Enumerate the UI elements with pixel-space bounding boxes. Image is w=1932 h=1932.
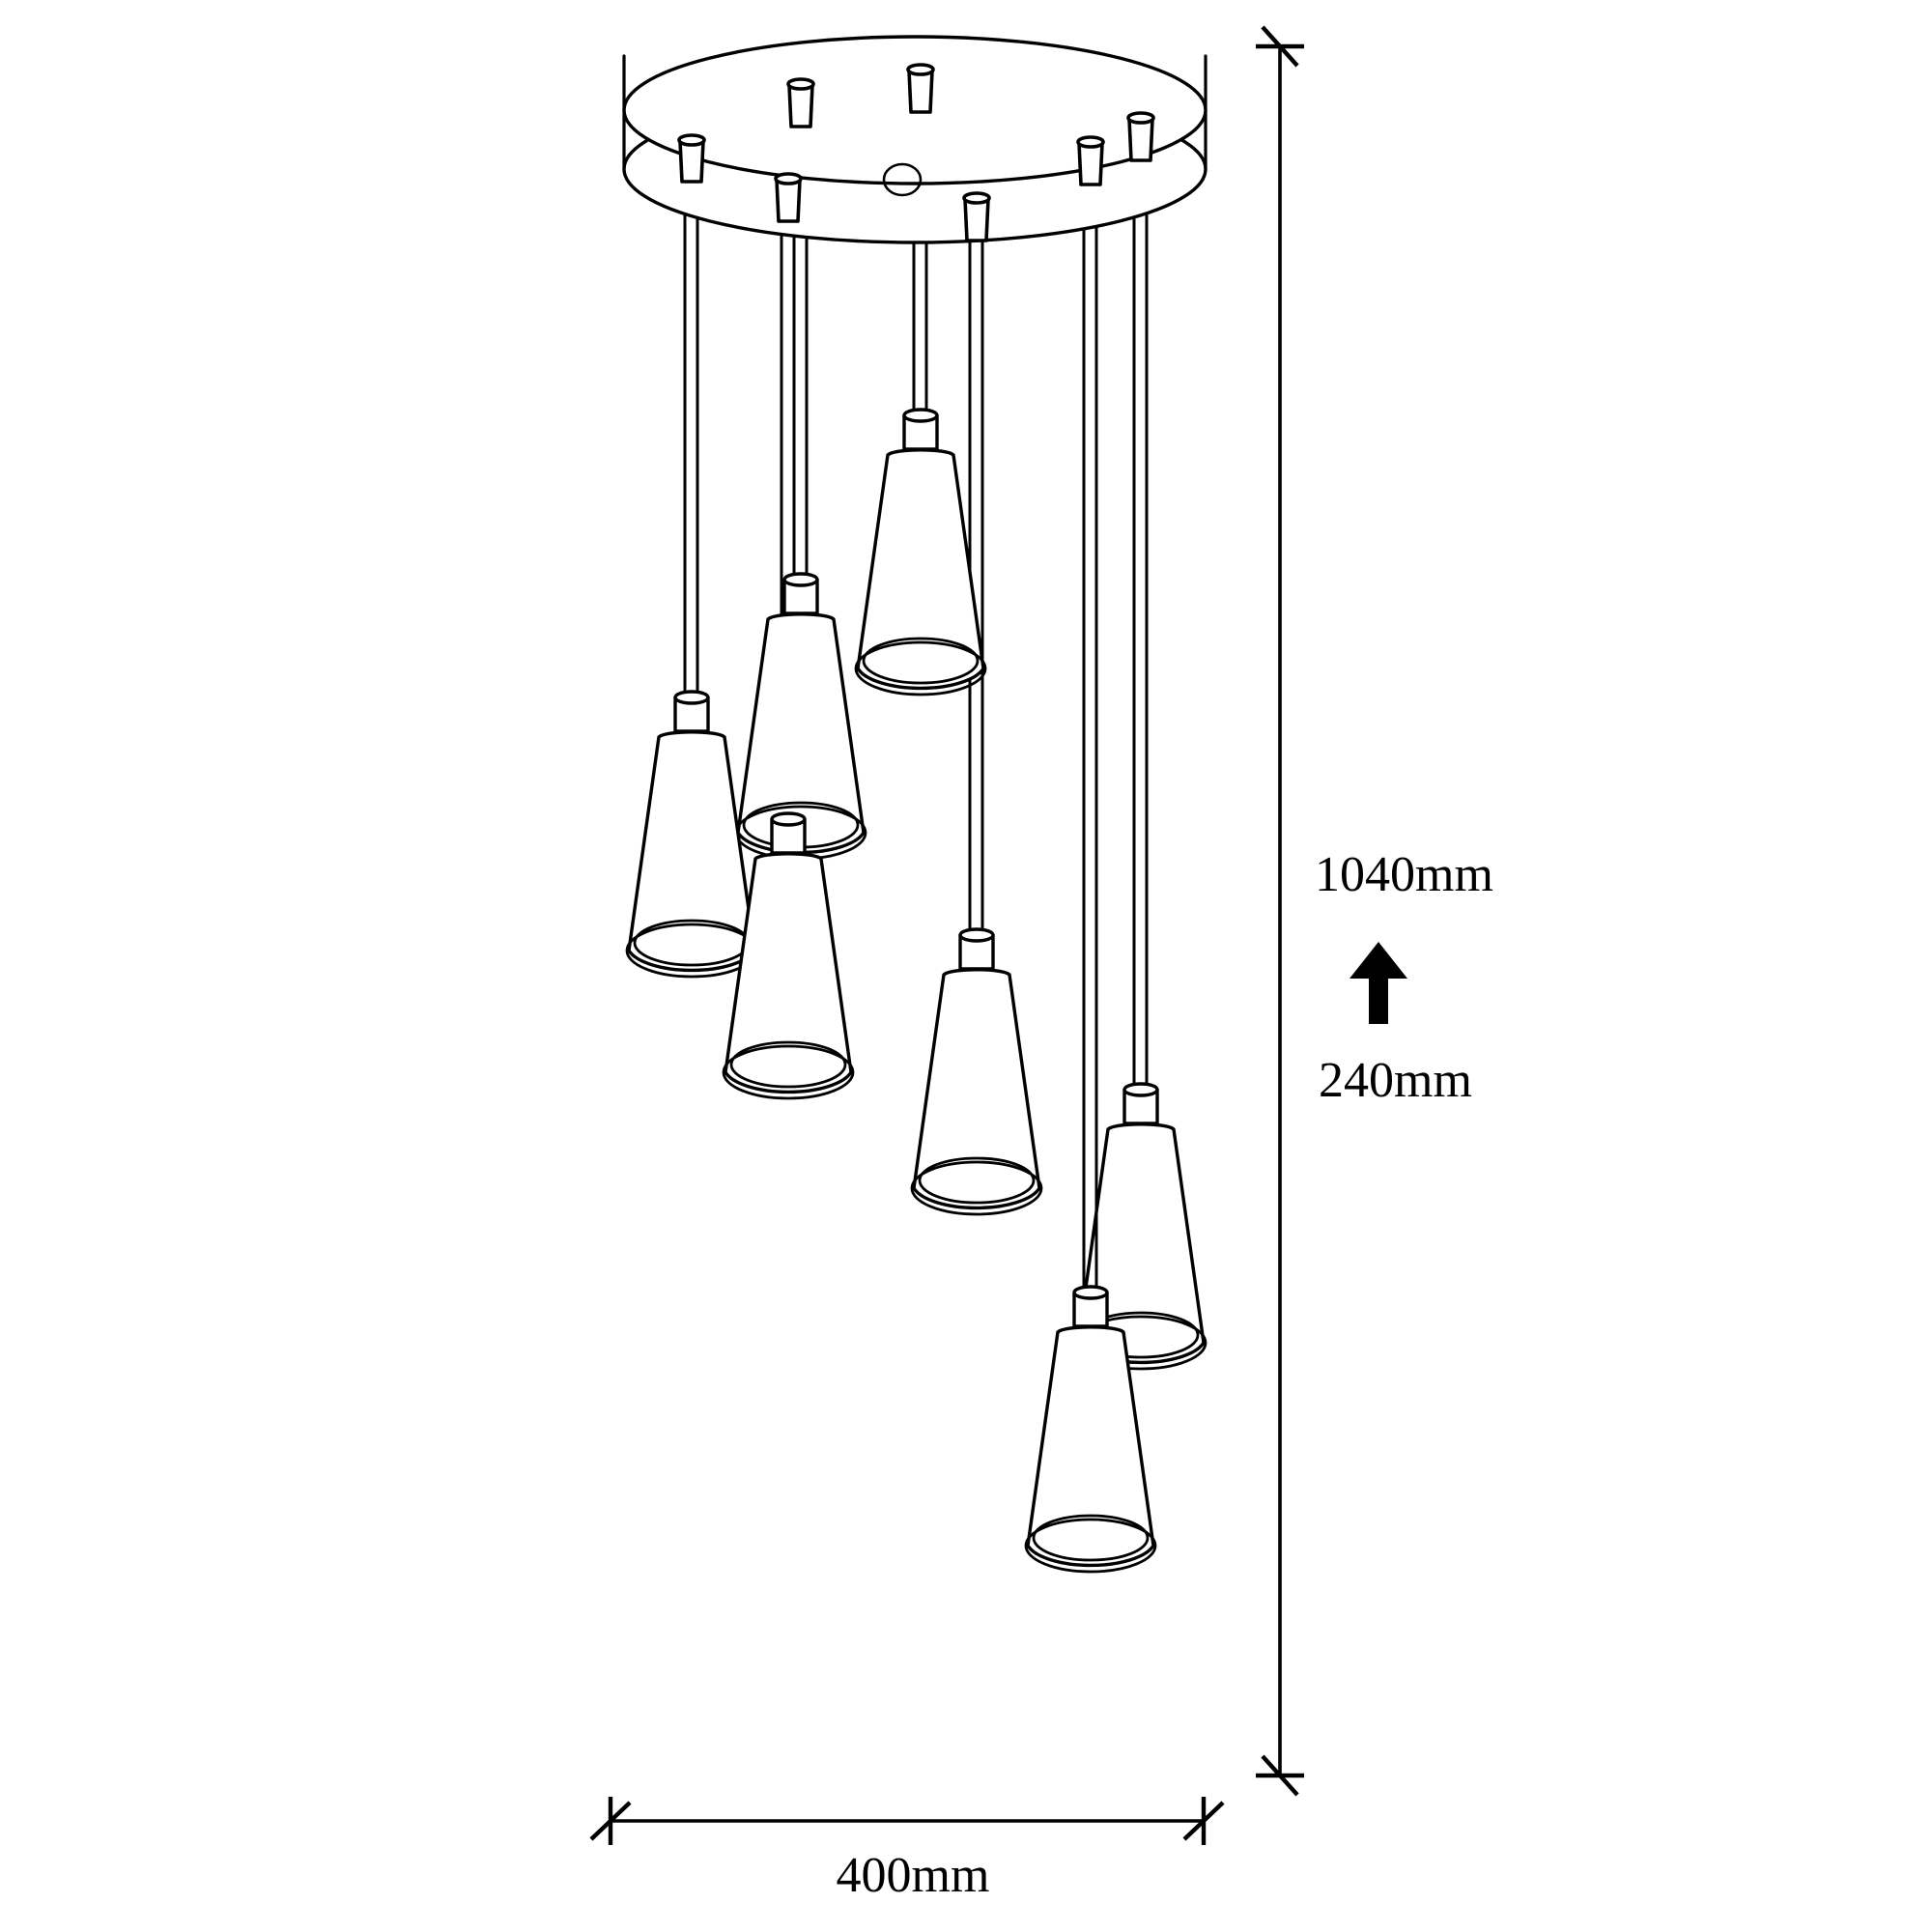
- pendant-shade-5: [910, 927, 1043, 1216]
- shade-cone-4: [724, 852, 853, 1094]
- shade-cone-1: [627, 730, 756, 973]
- shade-opening-7: [1024, 1518, 1157, 1574]
- horizontal-dim-tick-left-slash: [589, 1801, 632, 1841]
- pendant-shade-7: [1024, 1285, 1157, 1574]
- shade-inner-rim-5: [918, 1156, 1036, 1205]
- cord-7-front: [1082, 1090, 1098, 1293]
- shade-cone-5: [912, 968, 1041, 1210]
- socket-collar-5: [958, 927, 995, 943]
- socket-collar-2: [782, 572, 819, 587]
- shade-inner-rim-4: [729, 1040, 847, 1089]
- horizontal-dim-tick-right-slash: [1182, 1801, 1225, 1841]
- shade-opening-4: [722, 1044, 855, 1100]
- dimension-label-height-max: 1040mm: [1315, 847, 1493, 902]
- cord-7: [1082, 184, 1098, 1293]
- socket-collar-1: [673, 690, 710, 705]
- cord-grip-5: [962, 191, 991, 242]
- cord-grip-7: [1076, 135, 1105, 186]
- pendant-shade-1: [625, 690, 758, 979]
- canopy-mounting-hole: [882, 162, 923, 197]
- dimension-label-height-min: 240mm: [1319, 1053, 1472, 1108]
- shade-cone-7: [1026, 1325, 1155, 1568]
- pendant-shade-2: [734, 572, 867, 861]
- cord-1: [683, 182, 699, 697]
- socket-collar-6: [1122, 1082, 1159, 1097]
- vertical-dimension: 1040mm 240mm: [1256, 25, 1493, 1797]
- vertical-dim-tick-top-slash: [1261, 25, 1299, 68]
- pendant-shade-3: [854, 408, 987, 696]
- cord-grip-2: [786, 77, 815, 128]
- shade-cone-2: [736, 612, 866, 855]
- cord-6: [1132, 159, 1149, 1090]
- horizontal-dimension: 400mm: [589, 1797, 1225, 1903]
- adjust-range-arrow-icon: [1350, 942, 1407, 1024]
- cord-grip-6: [1126, 111, 1155, 162]
- vertical-dim-tick-bottom-slash: [1261, 1754, 1299, 1797]
- shade-inner-rim-7: [1032, 1514, 1150, 1562]
- shade-opening-3: [854, 640, 987, 696]
- shade-opening-5: [910, 1160, 1043, 1216]
- cord-grip-3: [906, 63, 935, 114]
- socket-collar-4: [770, 811, 807, 827]
- dimension-label-width: 400mm: [837, 1848, 990, 1903]
- shade-cone-3: [856, 448, 985, 691]
- shade-inner-rim-3: [862, 637, 980, 685]
- socket-collar-7: [1072, 1285, 1109, 1300]
- cord-grips: [677, 63, 1155, 242]
- cord-grip-4: [774, 172, 803, 223]
- pendant-shade-4: [722, 811, 855, 1100]
- cord-grip-1: [677, 133, 706, 184]
- socket-collar-3: [902, 408, 939, 423]
- suspension-cords: [683, 111, 1149, 1293]
